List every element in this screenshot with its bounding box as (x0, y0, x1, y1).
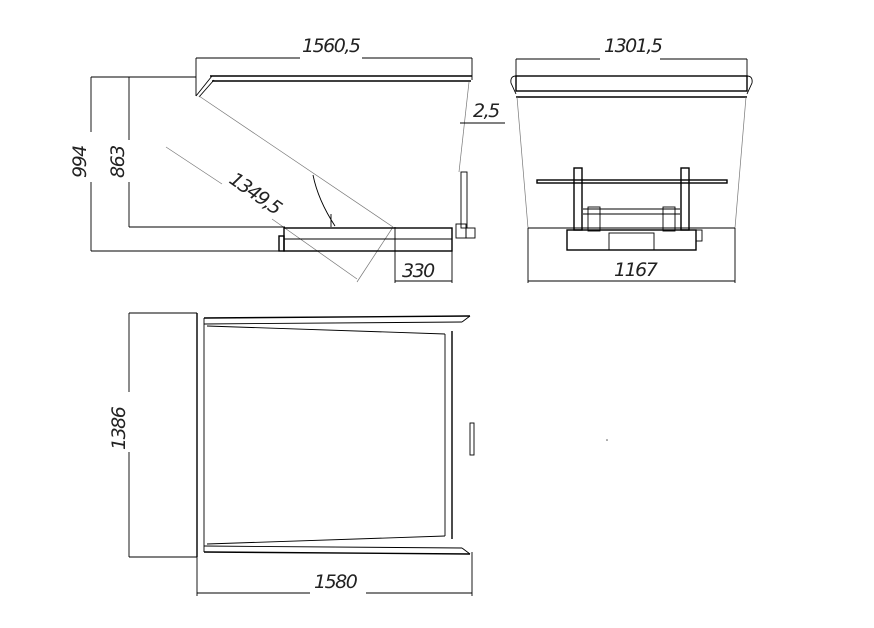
dim-tilt-length: 1349,5 (225, 168, 286, 220)
dim-overall-length: 1560,5 (302, 35, 361, 57)
side-view: 1560,5 1349,5 994 863 330 (69, 35, 505, 283)
dim-overall-height: 994 (69, 146, 91, 178)
dim-top-width: 1301,5 (604, 35, 663, 57)
top-view: 1386 1580 (108, 312, 608, 596)
dim-body-height: 863 (107, 146, 129, 178)
dim-top-view-length: 1580 (314, 571, 358, 593)
dim-base-width: 1167 (614, 259, 658, 281)
dim-wall-offset: 2,5 (473, 100, 500, 122)
dim-top-view-width: 1386 (108, 406, 130, 450)
dim-base-offset: 330 (402, 260, 435, 282)
front-view: 1301,5 1167 (510, 35, 753, 283)
